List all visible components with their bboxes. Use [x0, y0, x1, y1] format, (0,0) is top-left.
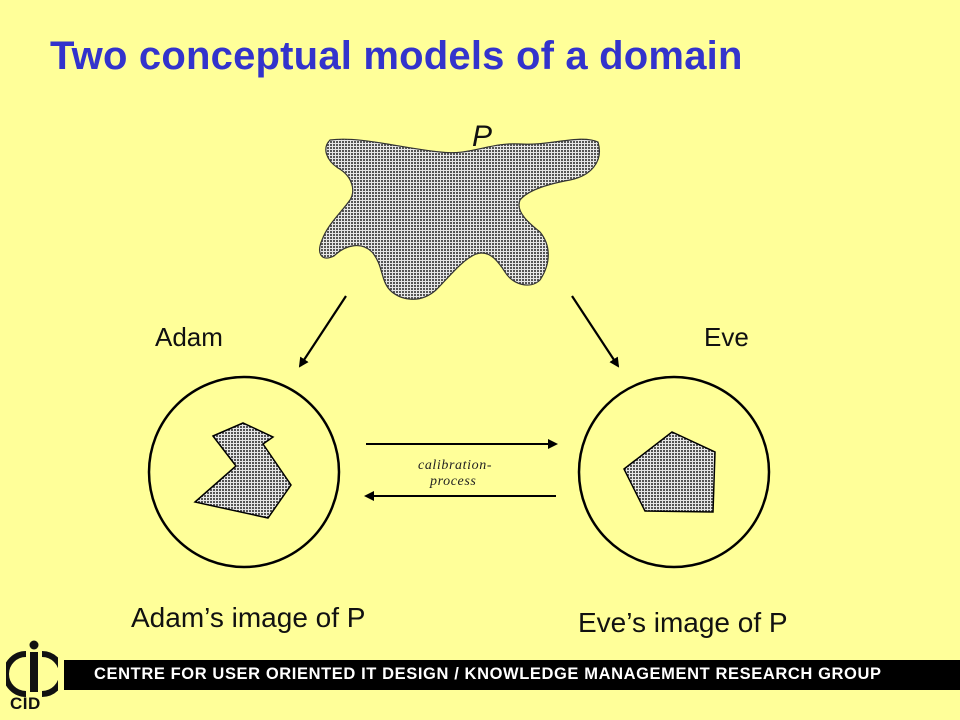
arrow-to-adam	[298, 295, 347, 368]
adam-mind-circle	[147, 375, 341, 569]
adam-caption: Adam’s image of P	[131, 602, 366, 633]
logo-text: CID	[10, 694, 41, 713]
eve-model-shape	[623, 431, 716, 513]
calibration-label-line2: process	[429, 474, 476, 489]
cid-logo	[6, 640, 58, 697]
footer-banner-text: CENTRE FOR USER ORIENTED IT DESIGN / KNO…	[94, 665, 882, 683]
arrow-to-eve	[571, 295, 620, 368]
adam-model-shape	[193, 422, 292, 519]
calibration-label-line1: calibration-	[418, 458, 492, 473]
domain-label: P	[472, 120, 493, 153]
eve-mind-circle	[577, 375, 771, 569]
diagram: calibration- process	[147, 138, 771, 569]
adam-label: Adam	[155, 322, 223, 352]
domain-blob	[319, 138, 600, 300]
footer-banner: CENTRE FOR USER ORIENTED IT DESIGN / KNO…	[64, 660, 960, 690]
eve-caption: Eve’s image of P	[578, 607, 788, 638]
slide-title: Two conceptual models of a domain	[50, 34, 743, 78]
eve-label: Eve	[704, 322, 749, 352]
